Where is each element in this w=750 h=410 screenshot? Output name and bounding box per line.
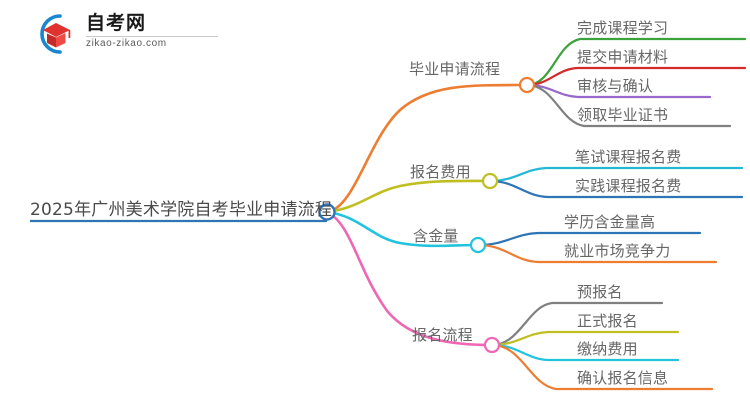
branch-label-3[interactable]: 含金量 [413, 227, 459, 245]
leaf-label-2-1[interactable]: 笔试课程报名费 [575, 148, 682, 166]
leaf-label-4-4[interactable]: 确认报名信息 [577, 369, 669, 387]
logo-text-block: 自考网 zikao-zikao.com [86, 12, 226, 49]
trunk-branch-1 [325, 83, 529, 214]
root-node-label[interactable]: 2025年广州美术学院自考毕业申请流程 [30, 200, 333, 220]
branch-node-circle-icon-4[interactable] [483, 336, 501, 354]
branch-label-2[interactable]: 报名费用 [410, 163, 471, 181]
leaf-line-3-2 [476, 243, 718, 264]
leaf-label-1-1[interactable]: 完成课程学习 [577, 19, 669, 37]
trunk-branch-2 [325, 179, 492, 214]
branch-node-circle-icon-3[interactable] [469, 236, 487, 254]
branch-label-1[interactable]: 毕业申请流程 [409, 60, 501, 78]
leaf-label-4-1[interactable]: 预报名 [577, 283, 623, 301]
logo-name-cn: 自考网 [86, 12, 147, 34]
logo-divider [86, 36, 218, 37]
leaf-line-4-4 [490, 343, 714, 391]
site-logo[interactable]: 自考网 zikao-zikao.com [30, 8, 230, 60]
leaf-label-3-1[interactable]: 学历含金量高 [564, 213, 656, 231]
logo-domain: zikao-zikao.com [86, 38, 167, 49]
graduation-cap-logo-icon [40, 14, 71, 54]
trunk-branch-4 [325, 210, 494, 347]
leaf-label-4-3[interactable]: 缴纳费用 [577, 340, 638, 358]
trunk-branch-3 [325, 210, 480, 248]
leaf-label-1-3[interactable]: 审核与确认 [577, 77, 654, 95]
branch-node-circle-icon-1[interactable] [518, 76, 536, 94]
leaf-label-1-2[interactable]: 提交申请材料 [577, 48, 669, 66]
branch-label-4[interactable]: 报名流程 [412, 326, 473, 344]
root-node-circle-icon[interactable] [318, 203, 336, 221]
branch-node-circle-icon-2[interactable] [481, 172, 499, 190]
leaf-label-3-2[interactable]: 就业市场竞争力 [564, 242, 671, 260]
leaf-label-2-2[interactable]: 实践课程报名费 [575, 177, 682, 195]
leaf-label-4-2[interactable]: 正式报名 [577, 312, 638, 330]
leaf-line-1-4 [525, 83, 732, 128]
leaf-label-1-4[interactable]: 领取毕业证书 [577, 106, 669, 124]
